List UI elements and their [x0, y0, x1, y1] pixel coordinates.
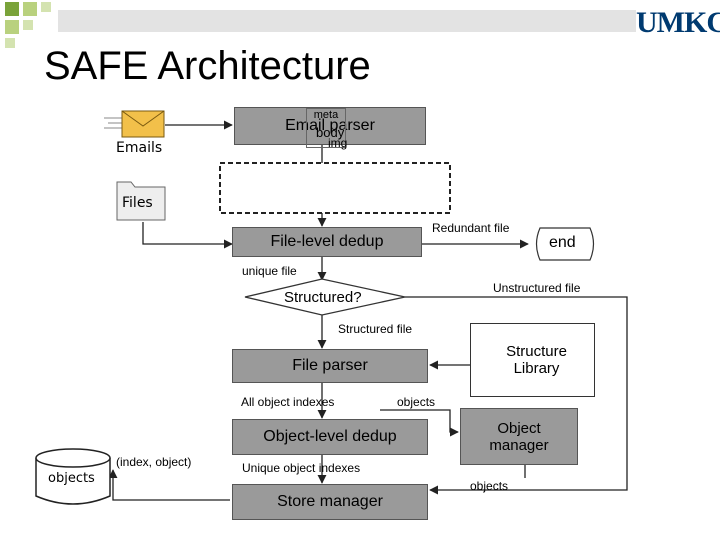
folder-icon [116, 181, 166, 221]
file-parser-box: File parser [232, 349, 428, 383]
body-label: body [316, 125, 345, 140]
email-parser-box: Email parser [234, 107, 426, 145]
img-label: img [328, 136, 348, 150]
umkc-logo: UMKC [636, 6, 720, 39]
all-object-indexes-label: All object indexes [241, 395, 335, 409]
objects-label-2: objects [470, 479, 509, 493]
structure-library-line2: Library [513, 360, 560, 377]
objects-database-label: objects [48, 471, 95, 486]
structure-library-line1: Structure [506, 343, 567, 360]
emails-label: Emails [116, 140, 163, 156]
redundant-file-label: Redundant file [432, 221, 510, 235]
object-manager-line1: Object [497, 419, 541, 437]
email-parts-overlay: meta [306, 108, 346, 148]
meta-label: meta [313, 109, 339, 121]
unique-file-label: unique file [242, 264, 297, 278]
slide-title: SAFE Architecture [44, 44, 371, 88]
file-parser-label: File parser [292, 357, 368, 374]
files-label: Files [122, 195, 153, 211]
file-level-dedup-label: File-level dedup [270, 233, 384, 250]
unstructured-file-label: Unstructured file [493, 281, 581, 295]
structure-library-box: Structure Library [470, 323, 595, 397]
end-label: end [549, 234, 576, 251]
store-manager-box: Store manager [232, 484, 428, 520]
objects-label-1: objects [397, 395, 436, 409]
object-manager-box: Object manager [460, 408, 578, 465]
object-manager-line2: manager [489, 436, 549, 454]
structured-decision-label: Structured? [284, 289, 362, 306]
object-level-dedup-label: Object-level dedup [263, 428, 397, 445]
index-object-label: (index, object) [116, 455, 192, 469]
email-envelope-icon [104, 110, 165, 138]
store-manager-label: Store manager [277, 493, 383, 510]
unique-object-indexes-label: Unique object indexes [242, 461, 361, 475]
file-level-dedup-box: File-level dedup [232, 227, 422, 257]
email-parser-label: Email parser [285, 117, 375, 134]
structured-file-label: Structured file [338, 322, 413, 336]
object-level-dedup-box: Object-level dedup [232, 419, 428, 455]
